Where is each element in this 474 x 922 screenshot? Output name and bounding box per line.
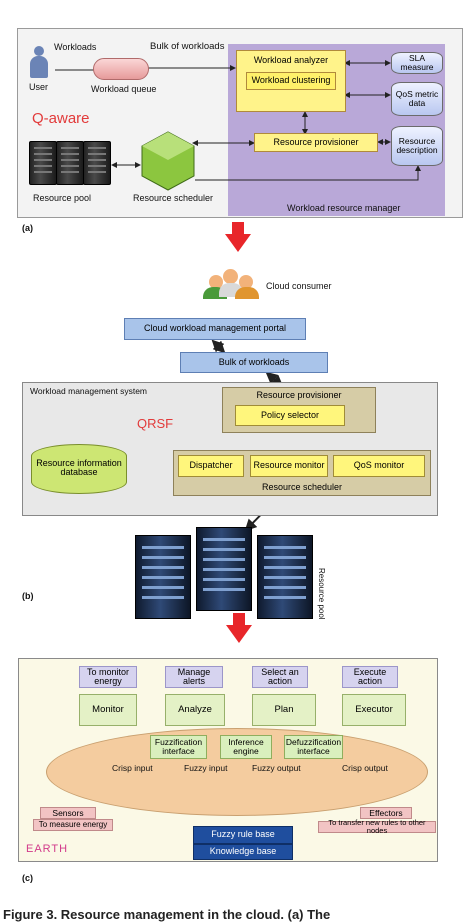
server-icon — [257, 535, 313, 619]
knowledge-base-label: Knowledge base — [209, 846, 277, 857]
resource-pool-b-label: Resource pool — [317, 568, 326, 620]
resource-scheduler-hexagon-icon — [141, 131, 195, 191]
server-icon — [135, 535, 191, 619]
wms-label: Workload management system — [30, 386, 148, 396]
policy-selector-label: Policy selector — [260, 409, 320, 420]
monitor-label: Monitor — [92, 704, 124, 716]
resource-scheduler-label: Resource scheduler — [133, 193, 214, 203]
policy-selector-box: Policy selector — [235, 405, 345, 426]
resource-description-label: Resource description — [396, 136, 438, 155]
crisp-output-label: Crisp output — [342, 763, 388, 773]
qos-monitor-box: QoS monitor — [333, 455, 425, 477]
to-measure-energy-box: To measure energy — [33, 819, 113, 831]
server-icon — [29, 141, 57, 185]
bulk-of-workloads-label: Bulk of workloads — [150, 41, 225, 52]
workload-clustering-box: Workload clustering — [246, 72, 336, 90]
fuzzification-interface-box: Fuzzification interface — [150, 735, 207, 759]
resource-description-db: Resource description — [391, 126, 443, 166]
executor-box: Executor — [342, 694, 406, 726]
resource-monitor-label: Resource monitor — [253, 460, 325, 471]
defuzzification-label: Defuzzification interface — [285, 737, 342, 756]
panel-c-label: (c) — [22, 873, 33, 883]
resource-monitor-box: Resource monitor — [250, 455, 328, 477]
executor-label: Executor — [355, 704, 393, 716]
panel-b-label: (b) — [22, 591, 34, 601]
sla-measure-db: SLA measure — [391, 52, 443, 74]
analyze-label: Analyze — [178, 704, 212, 716]
analyze-box: Analyze — [165, 694, 225, 726]
fuzzy-rule-base-label: Fuzzy rule base — [211, 829, 275, 840]
to-monitor-energy-label: To monitor energy — [86, 666, 130, 686]
cloud-consumer-label: Cloud consumer — [266, 281, 332, 291]
sla-measure-label: SLA measure — [400, 53, 434, 72]
fuzzy-input-label: Fuzzy input — [184, 763, 228, 773]
resource-scheduler-b-label: Resource scheduler — [261, 481, 343, 492]
inference-engine-box: Inference engine — [220, 735, 272, 759]
execute-action-box: Execute action — [342, 666, 398, 688]
panel-a-label: (a) — [22, 223, 33, 233]
user-icon — [29, 46, 49, 80]
workloads-label: Workloads — [54, 42, 97, 52]
resource-info-db-label: Resource information database — [36, 457, 122, 477]
workload-analyzer-label: Workload analyzer — [253, 55, 329, 65]
resource-info-db — [31, 444, 127, 494]
workload-resource-manager-label: Workload resource manager — [287, 203, 401, 213]
red-down-arrow-icon — [225, 222, 251, 252]
resource-pool-label: Resource pool — [33, 193, 92, 203]
dispatcher-label: Dispatcher — [189, 460, 233, 471]
resource-provisioner-b-label: Resource provisioner — [256, 390, 342, 400]
server-icon — [196, 527, 252, 611]
dispatcher-box: Dispatcher — [178, 455, 244, 477]
to-measure-energy-label: To measure energy — [38, 819, 108, 829]
knowledge-base-box: Knowledge base — [193, 844, 293, 860]
defuzzification-interface-box: Defuzzification interface — [284, 735, 343, 759]
manage-alerts-label: Manage alerts — [177, 666, 211, 686]
qos-monitor-label: QoS monitor — [353, 460, 405, 471]
bulk-of-workloads-box: Bulk of workloads — [180, 352, 328, 373]
crisp-input-label: Crisp input — [112, 763, 153, 773]
bulk-of-workloads-b-label: Bulk of workloads — [218, 356, 290, 367]
transfer-rules-label: To transfer new rules to other nodes — [328, 818, 426, 835]
manage-alerts-box: Manage alerts — [165, 666, 223, 688]
fuzzy-output-label: Fuzzy output — [252, 763, 301, 773]
workload-queue-icon — [93, 58, 149, 80]
figure-caption: Figure 3. Resource management in the clo… — [3, 907, 331, 922]
execute-action-label: Execute action — [353, 666, 387, 686]
server-icon — [83, 141, 111, 185]
cloud-consumer-icon — [203, 263, 259, 299]
qrsf-label: QRSF — [137, 416, 174, 431]
workload-queue-label: Workload queue — [91, 84, 157, 94]
select-action-label: Select an action — [261, 666, 299, 686]
sensors-label: Sensors — [52, 807, 84, 818]
cloud-workload-portal-box: Cloud workload management portal — [124, 318, 306, 340]
inference-engine-label: Inference engine — [228, 737, 264, 756]
to-monitor-energy-box: To monitor energy — [79, 666, 137, 688]
resource-provisioner-label: Resource provisioner — [273, 136, 359, 147]
resource-info-db-text: Resource information database — [31, 453, 127, 483]
fuzzy-rule-base-box: Fuzzy rule base — [193, 826, 293, 844]
transfer-rules-box: To transfer new rules to other nodes — [318, 818, 436, 835]
workload-clustering-label: Workload clustering — [251, 75, 331, 86]
plan-box: Plan — [252, 694, 316, 726]
select-action-box: Select an action — [252, 666, 308, 688]
user-label: User — [29, 82, 49, 92]
effectors-box: Effectors — [360, 807, 412, 819]
qos-metric-db: QoS metric data — [391, 82, 443, 116]
resource-provisioner-box: Resource provisioner — [254, 133, 378, 152]
monitor-box: Monitor — [79, 694, 137, 726]
q-aware-label: Q-aware — [32, 110, 90, 127]
plan-label: Plan — [274, 704, 294, 716]
server-icon — [56, 141, 84, 185]
sensors-box: Sensors — [40, 807, 96, 819]
cloud-workload-portal-label: Cloud workload management portal — [143, 323, 287, 334]
qos-metric-label: QoS metric data — [395, 89, 439, 108]
earth-label: EARTH — [26, 843, 69, 855]
effectors-label: Effectors — [369, 807, 403, 818]
fuzzification-label: Fuzzification interface — [154, 737, 203, 756]
red-down-arrow-icon — [226, 613, 252, 643]
